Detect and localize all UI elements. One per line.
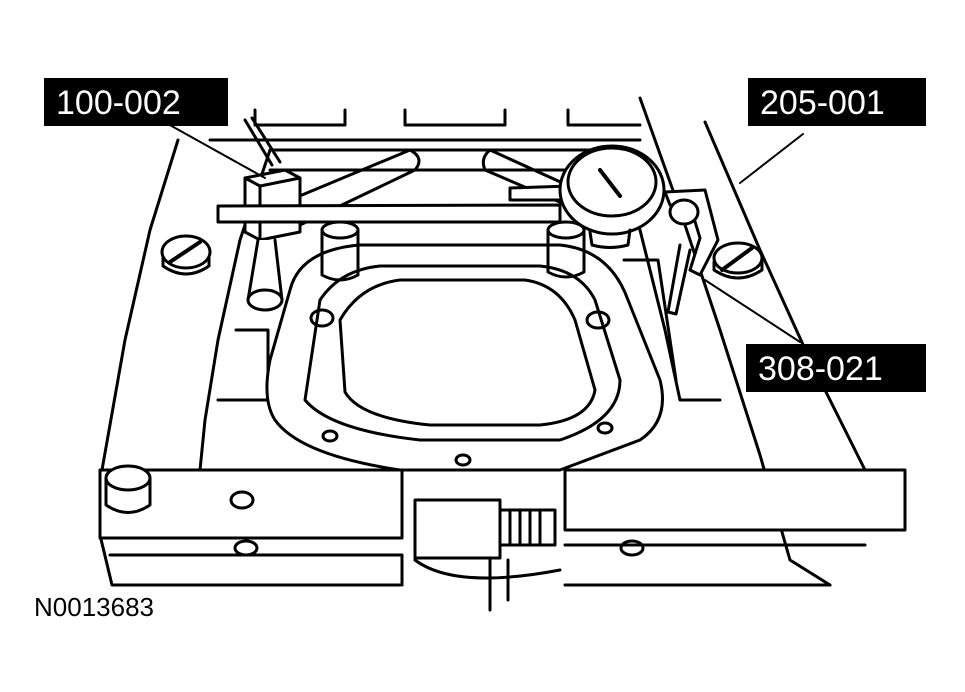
dial-indicator-tool bbox=[508, 144, 666, 249]
bottom-beams bbox=[98, 464, 907, 587]
tool-label-205-001: 205-001 bbox=[748, 78, 926, 126]
leader-lines bbox=[167, 123, 804, 343]
alignment-posts bbox=[320, 220, 586, 282]
figure-id: N0013683 bbox=[34, 592, 154, 622]
left-screw bbox=[160, 234, 212, 276]
tool-label-308-021: 308-021 bbox=[746, 344, 926, 392]
right-screw bbox=[712, 241, 764, 280]
magnetic-base-tool bbox=[216, 116, 562, 312]
center-coupler bbox=[413, 498, 562, 612]
tool-label-100-002: 100-002 bbox=[44, 78, 228, 126]
bracket-tool bbox=[663, 188, 720, 316]
housing-opening bbox=[265, 243, 664, 472]
